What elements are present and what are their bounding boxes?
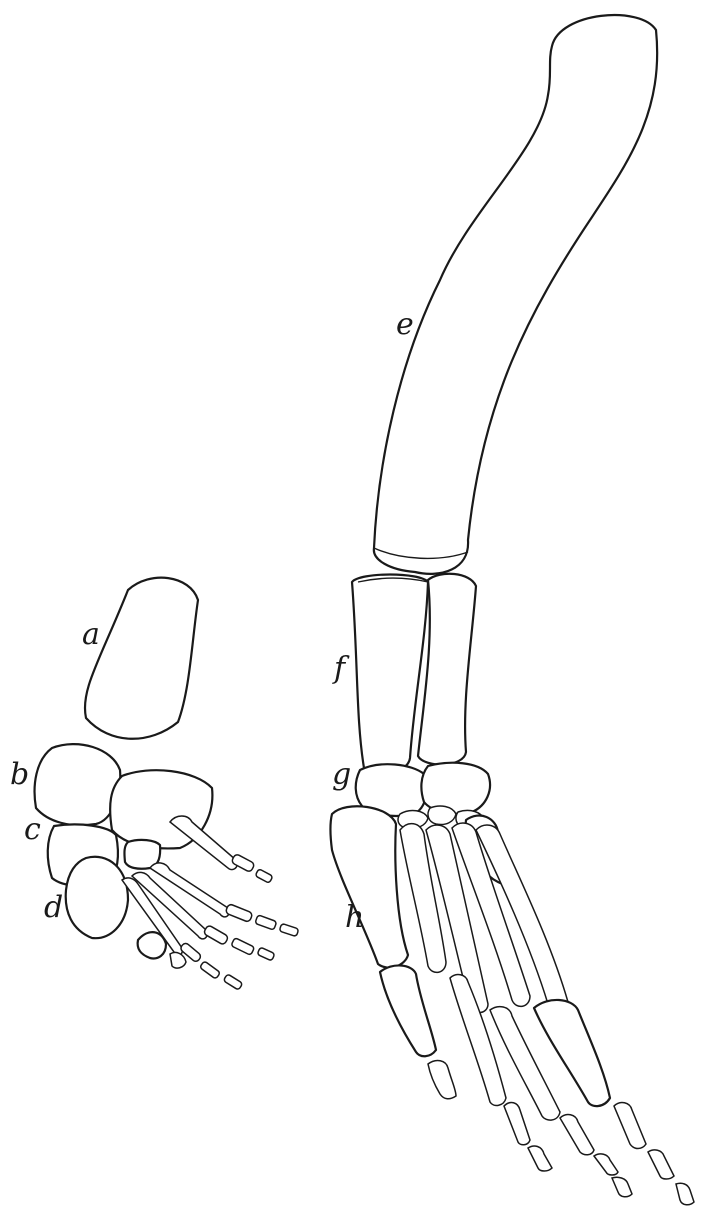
small-limb-bone-d — [66, 857, 128, 938]
small-limb-bone-a — [85, 578, 198, 739]
large-limb-bone-h — [331, 806, 409, 967]
label-d: d — [44, 893, 63, 923]
large-limb-bone-f-left — [352, 575, 428, 774]
large-limb-bone-g-right — [421, 763, 490, 814]
label-e: e — [396, 310, 414, 340]
small-limb-bone-b — [35, 744, 121, 825]
large-limb — [331, 15, 695, 1205]
large-limb-bone-e — [374, 15, 657, 574]
label-c: c — [24, 815, 41, 845]
label-b: b — [10, 760, 29, 790]
label-g: g — [332, 760, 351, 790]
label-h: h — [345, 903, 364, 933]
large-limb-phalanges — [380, 965, 694, 1204]
label-f: f — [334, 654, 345, 684]
small-limb — [35, 578, 299, 991]
label-a: a — [82, 620, 100, 650]
